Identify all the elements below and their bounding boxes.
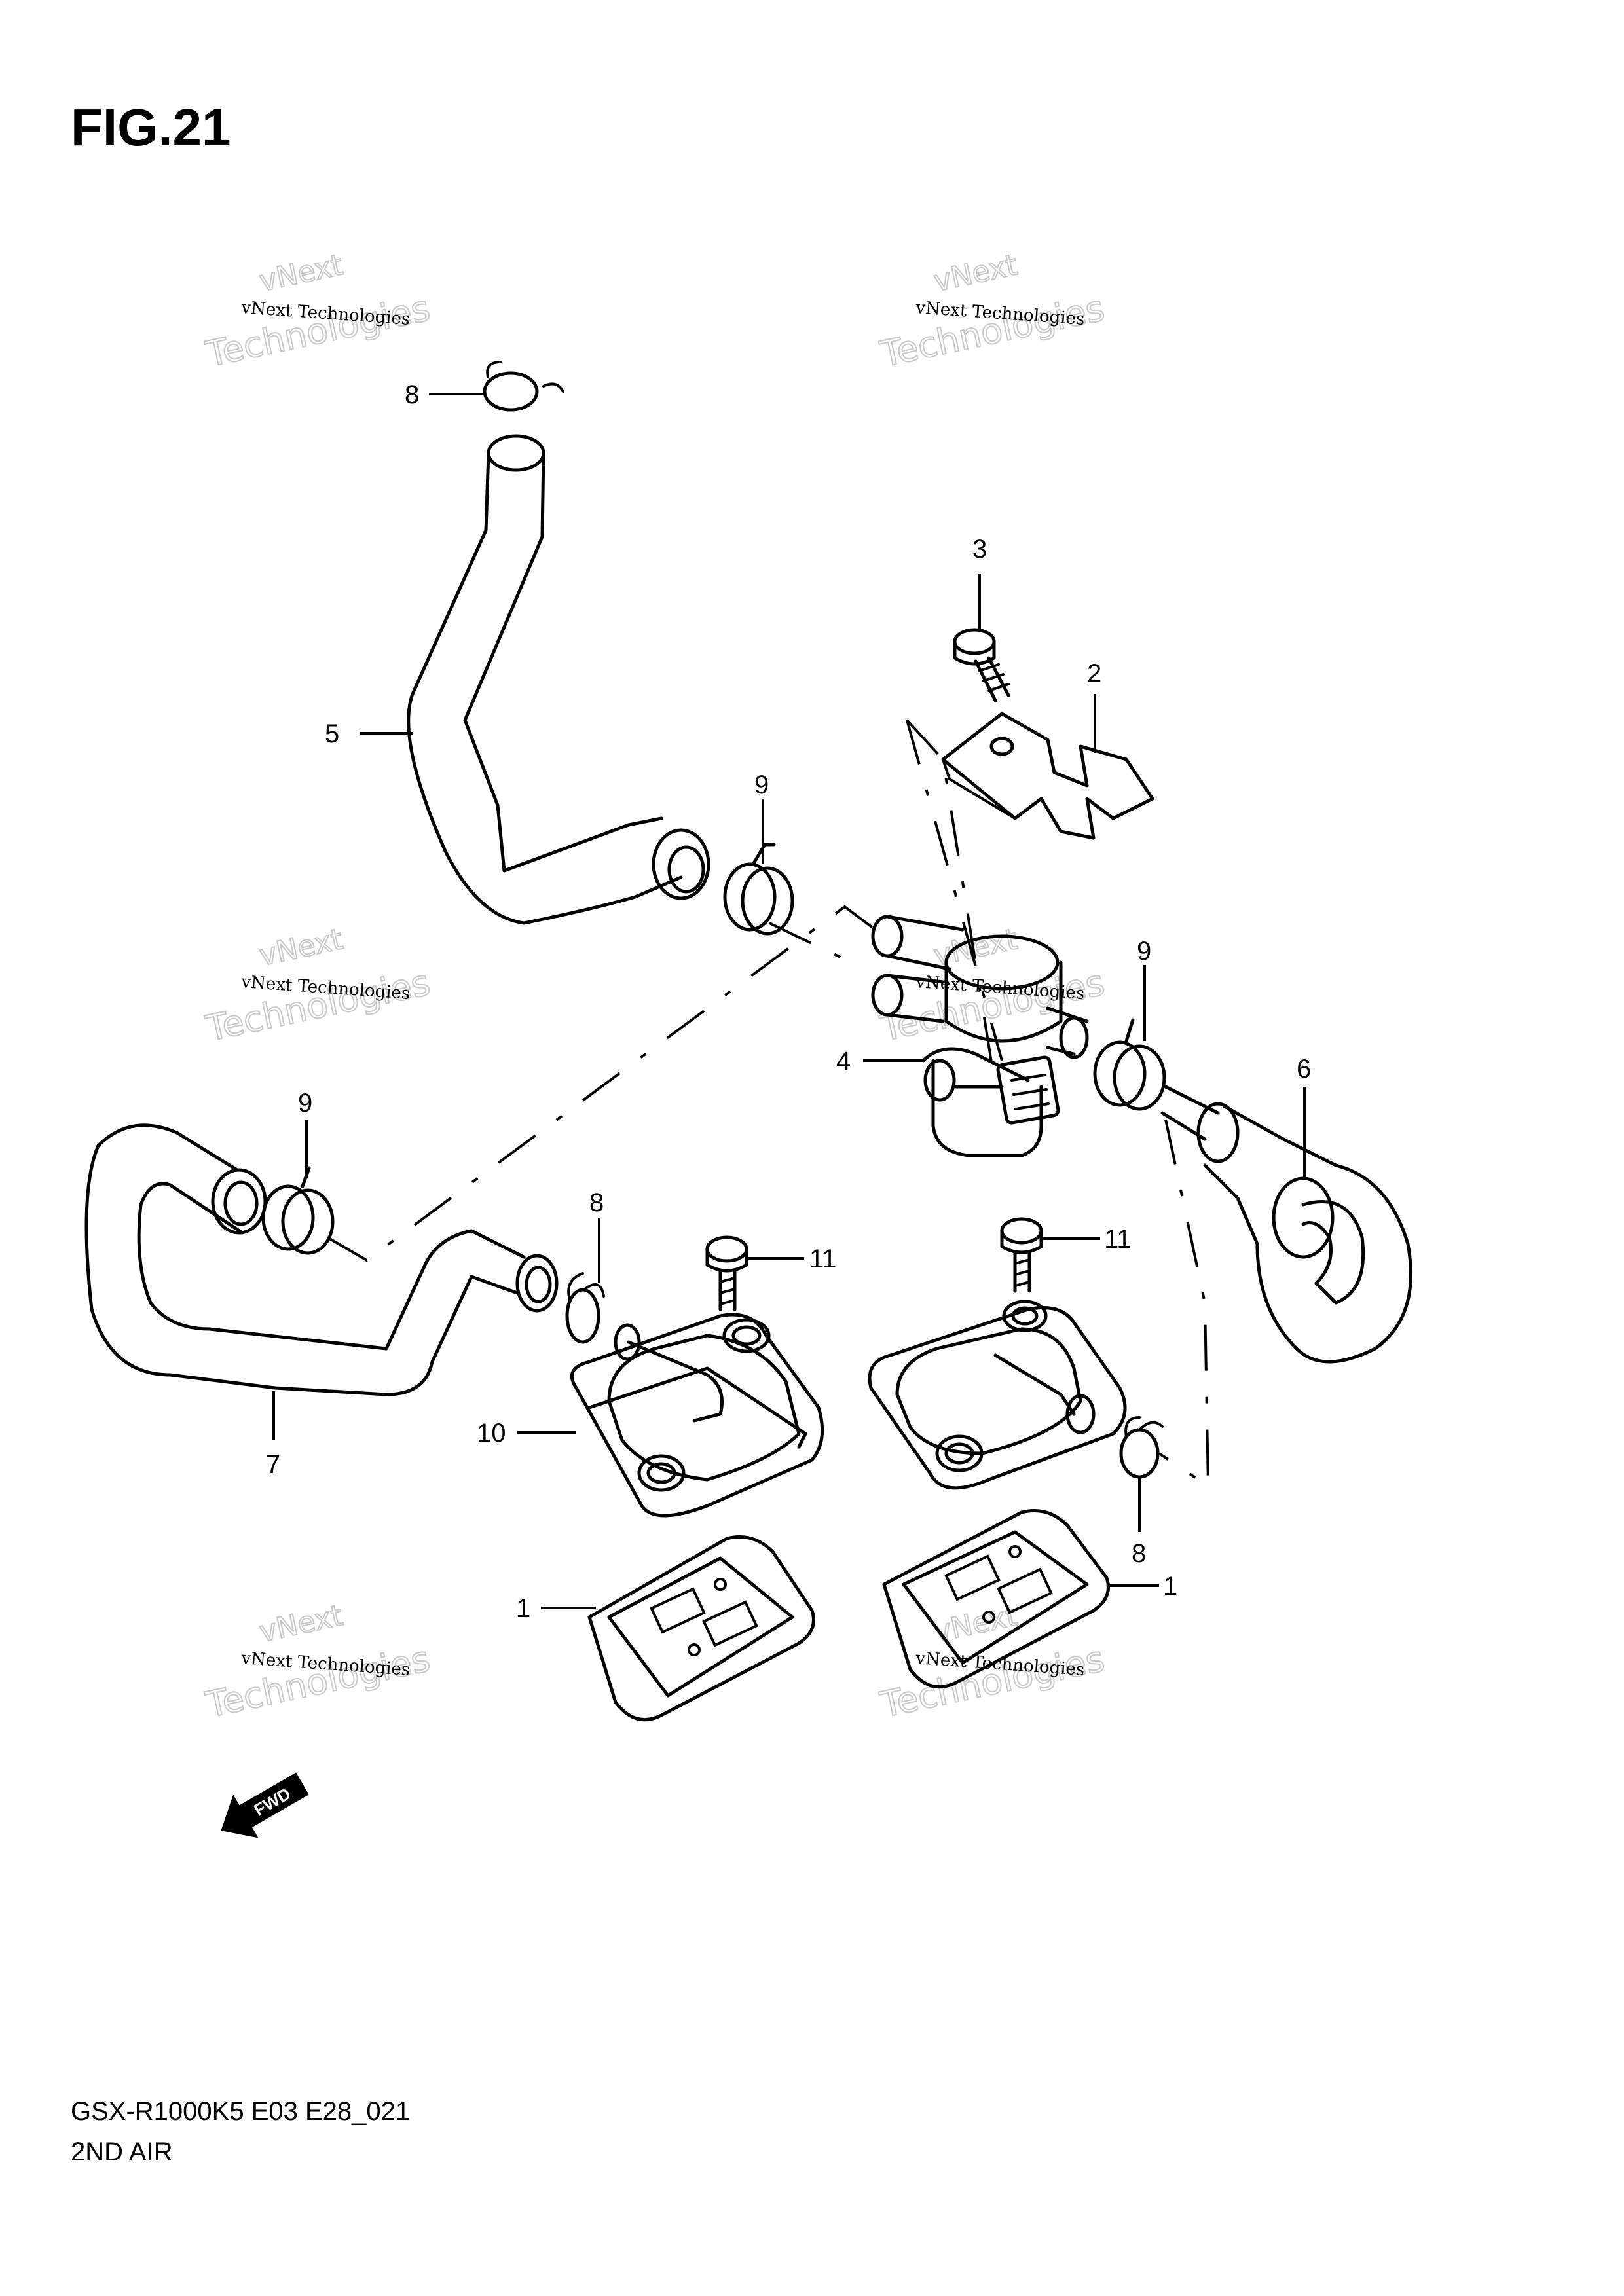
callout-6: 6 [1297,1055,1311,1084]
part-11-bolt-right [1000,1217,1043,1293]
svg-text:vNext: vNext [257,248,346,299]
watermark-bottom-left: vNext Technologies vNext Technologies [202,1598,434,1726]
fwd-arrow-icon: FWD [221,1772,309,1838]
leader-lines [272,393,1306,1609]
routing-lines [326,719,1210,1489]
callout-9-right: 9 [1137,937,1151,966]
part-10-reed-cover-right [868,1300,1127,1490]
svg-text:Technologies: Technologies [202,962,434,1049]
group-name: 2ND AIR [71,2138,173,2166]
part-5-hose [407,434,710,925]
callout-5: 5 [325,720,339,748]
watermark-mid-left: vNext Technologies vNext Technologies [202,922,434,1050]
part-8-oring-top [483,361,564,412]
callout-8-top: 8 [405,380,419,409]
callout-9-left: 9 [298,1089,312,1118]
svg-text:Technologies: Technologies [877,287,1108,375]
part-4-valve [871,915,1089,1157]
part-1-reed-plate-right [882,1509,1110,1689]
part-3-bolt [953,628,1010,702]
part-11-bolt-left [705,1235,748,1311]
callout-1-right: 1 [1163,1572,1177,1601]
svg-text:Technologies: Technologies [202,287,434,375]
part-1-reed-plate-left [587,1535,815,1722]
svg-text:Technologies: Technologies [877,962,1108,1049]
part-9-clamp-right [1093,1018,1166,1111]
callout-7: 7 [266,1450,280,1479]
callout-8-middle: 8 [589,1188,604,1217]
svg-text:Technologies: Technologies [877,1638,1108,1726]
svg-text:vNext: vNext [257,922,346,973]
part-6-hose [1160,1085,1412,1364]
figure-title: FIG.21 [71,98,231,156]
callout-11-left: 11 [809,1245,837,1273]
part-8-oring-right [1119,1416,1164,1479]
part-8-oring-middle [565,1272,605,1344]
callout-3: 3 [972,535,987,564]
callout-9-upper: 9 [754,771,769,799]
part-10-reed-cover-left [570,1313,824,1518]
watermark-top-center: vNext Technologies vNext Technologies [876,247,1109,376]
callout-1-left: 1 [516,1594,530,1623]
callout-4: 4 [836,1047,851,1076]
part-2-bracket [941,712,1154,840]
part-9-clamp-upper [723,843,794,936]
svg-text:vNext: vNext [257,1599,346,1649]
svg-text:Technologies: Technologies [202,1638,434,1726]
part-9-clamp-left [261,1166,335,1255]
callout-10: 10 [477,1419,506,1448]
svg-text:vNext: vNext [931,248,1020,299]
callout-8-right: 8 [1132,1539,1146,1568]
model-code: GSX-R1000K5 E03 E28_021 [71,2097,410,2126]
callout-11-right: 11 [1104,1225,1132,1254]
watermark-top-left: vNext Technologies vNext Technologies [202,247,434,376]
part-7-hose [84,1123,559,1396]
callout-2: 2 [1087,659,1101,688]
